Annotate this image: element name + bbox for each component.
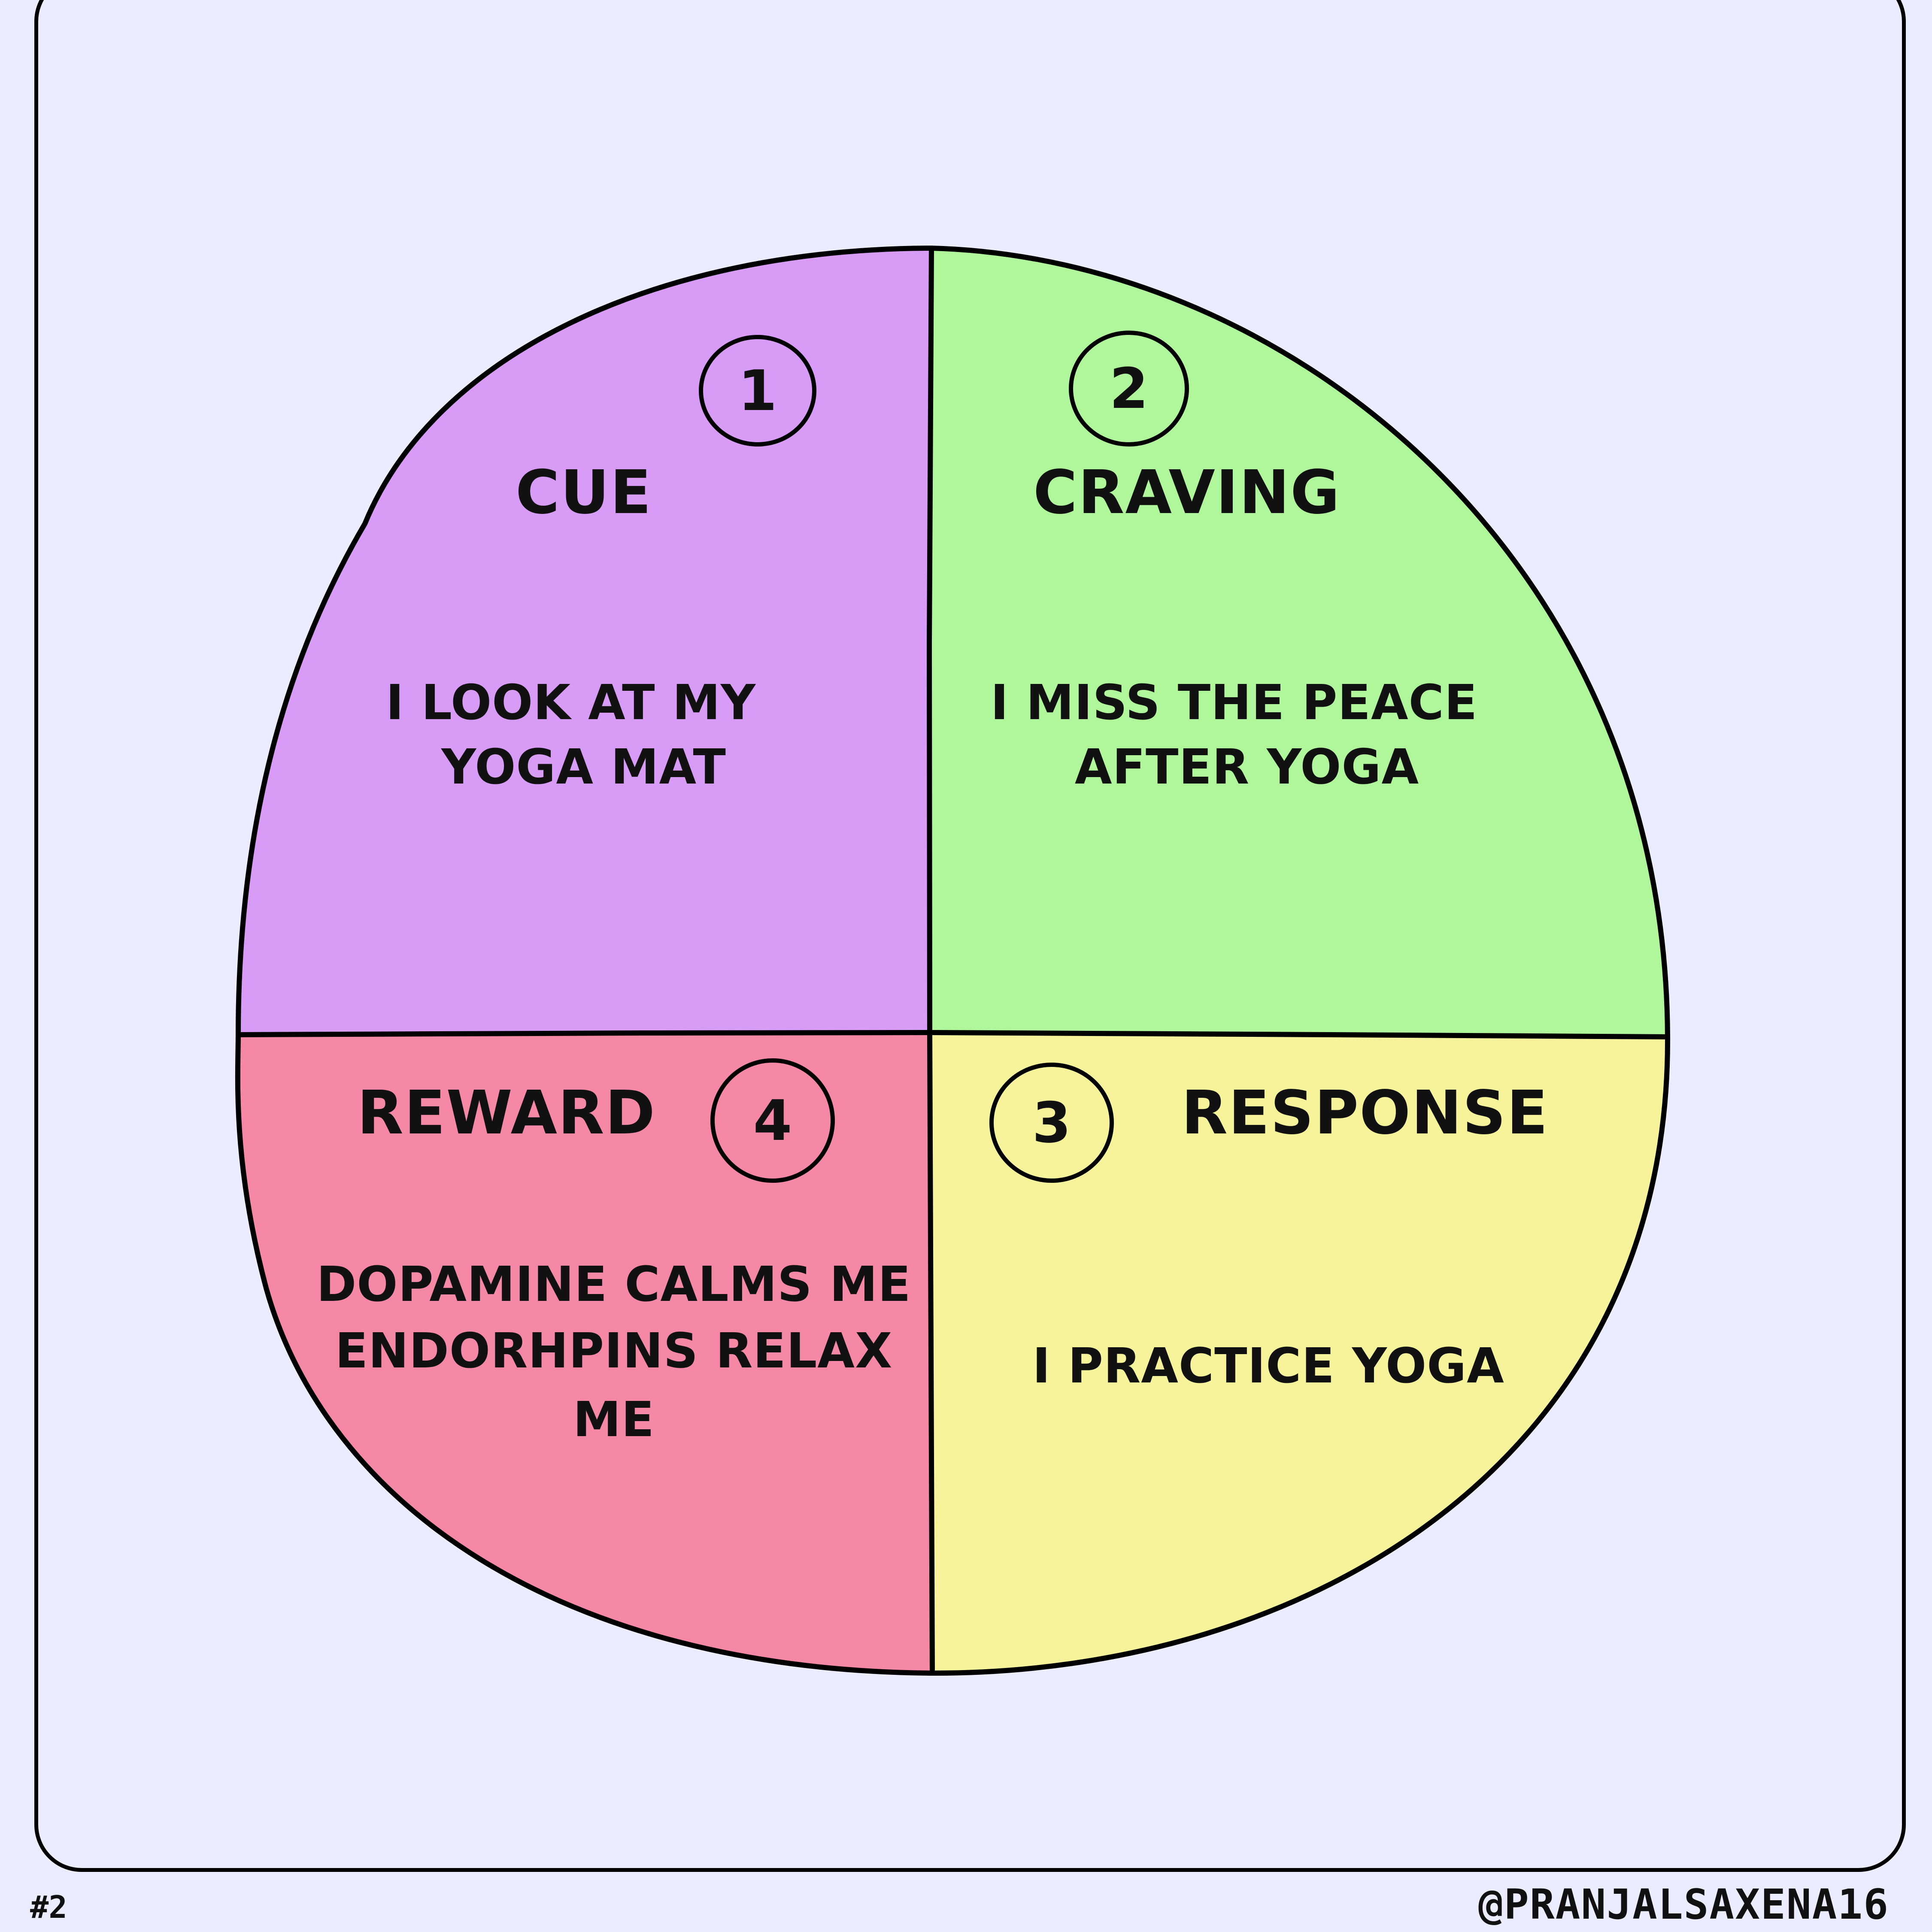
number-circle-1: [699, 335, 816, 447]
cue-number: 1: [738, 358, 777, 423]
panel-frame: [34, 0, 1906, 1872]
cue-text-line-1: I LOOK AT MY: [386, 675, 756, 731]
reward-title: REWARD: [357, 1078, 656, 1148]
craving-title: CRAVING: [1033, 458, 1341, 528]
number-circle-3: [989, 1063, 1114, 1183]
craving-text-line-1: I MISS THE PEACE: [991, 675, 1478, 731]
response-title: RESPONSE: [1181, 1078, 1549, 1148]
reward-quadrant: [237, 1035, 931, 1674]
cue-title: CUE: [516, 458, 652, 528]
response-quadrant: [931, 1035, 1668, 1674]
response-number: 3: [1032, 1090, 1071, 1155]
reward-number: 4: [753, 1088, 792, 1153]
reward-text-line-3: ME: [573, 1392, 655, 1448]
page-number: #2: [30, 1889, 67, 1925]
cue-text-line-2: YOGA MAT: [440, 739, 726, 795]
diagram-outline: [235, 246, 1671, 1676]
craving-text-line-2: AFTER YOGA: [1075, 739, 1419, 795]
reward-text-line-2: ENDORHPINS RELAX: [335, 1323, 893, 1379]
reward-text-line-1: DOPAMINE CALMS ME: [316, 1257, 911, 1312]
number-circle-4: [710, 1058, 835, 1183]
vertical-divider: [926, 248, 935, 1674]
response-text-line-1: I PRACTICE YOGA: [1032, 1338, 1504, 1394]
horizontal-divider: [238, 1030, 1668, 1039]
craving-number: 2: [1110, 356, 1148, 421]
number-circle-2: [1069, 331, 1189, 447]
cue-quadrant: [237, 248, 931, 1035]
author-handle: @PRANJALSAXENA16: [1478, 1880, 1889, 1929]
